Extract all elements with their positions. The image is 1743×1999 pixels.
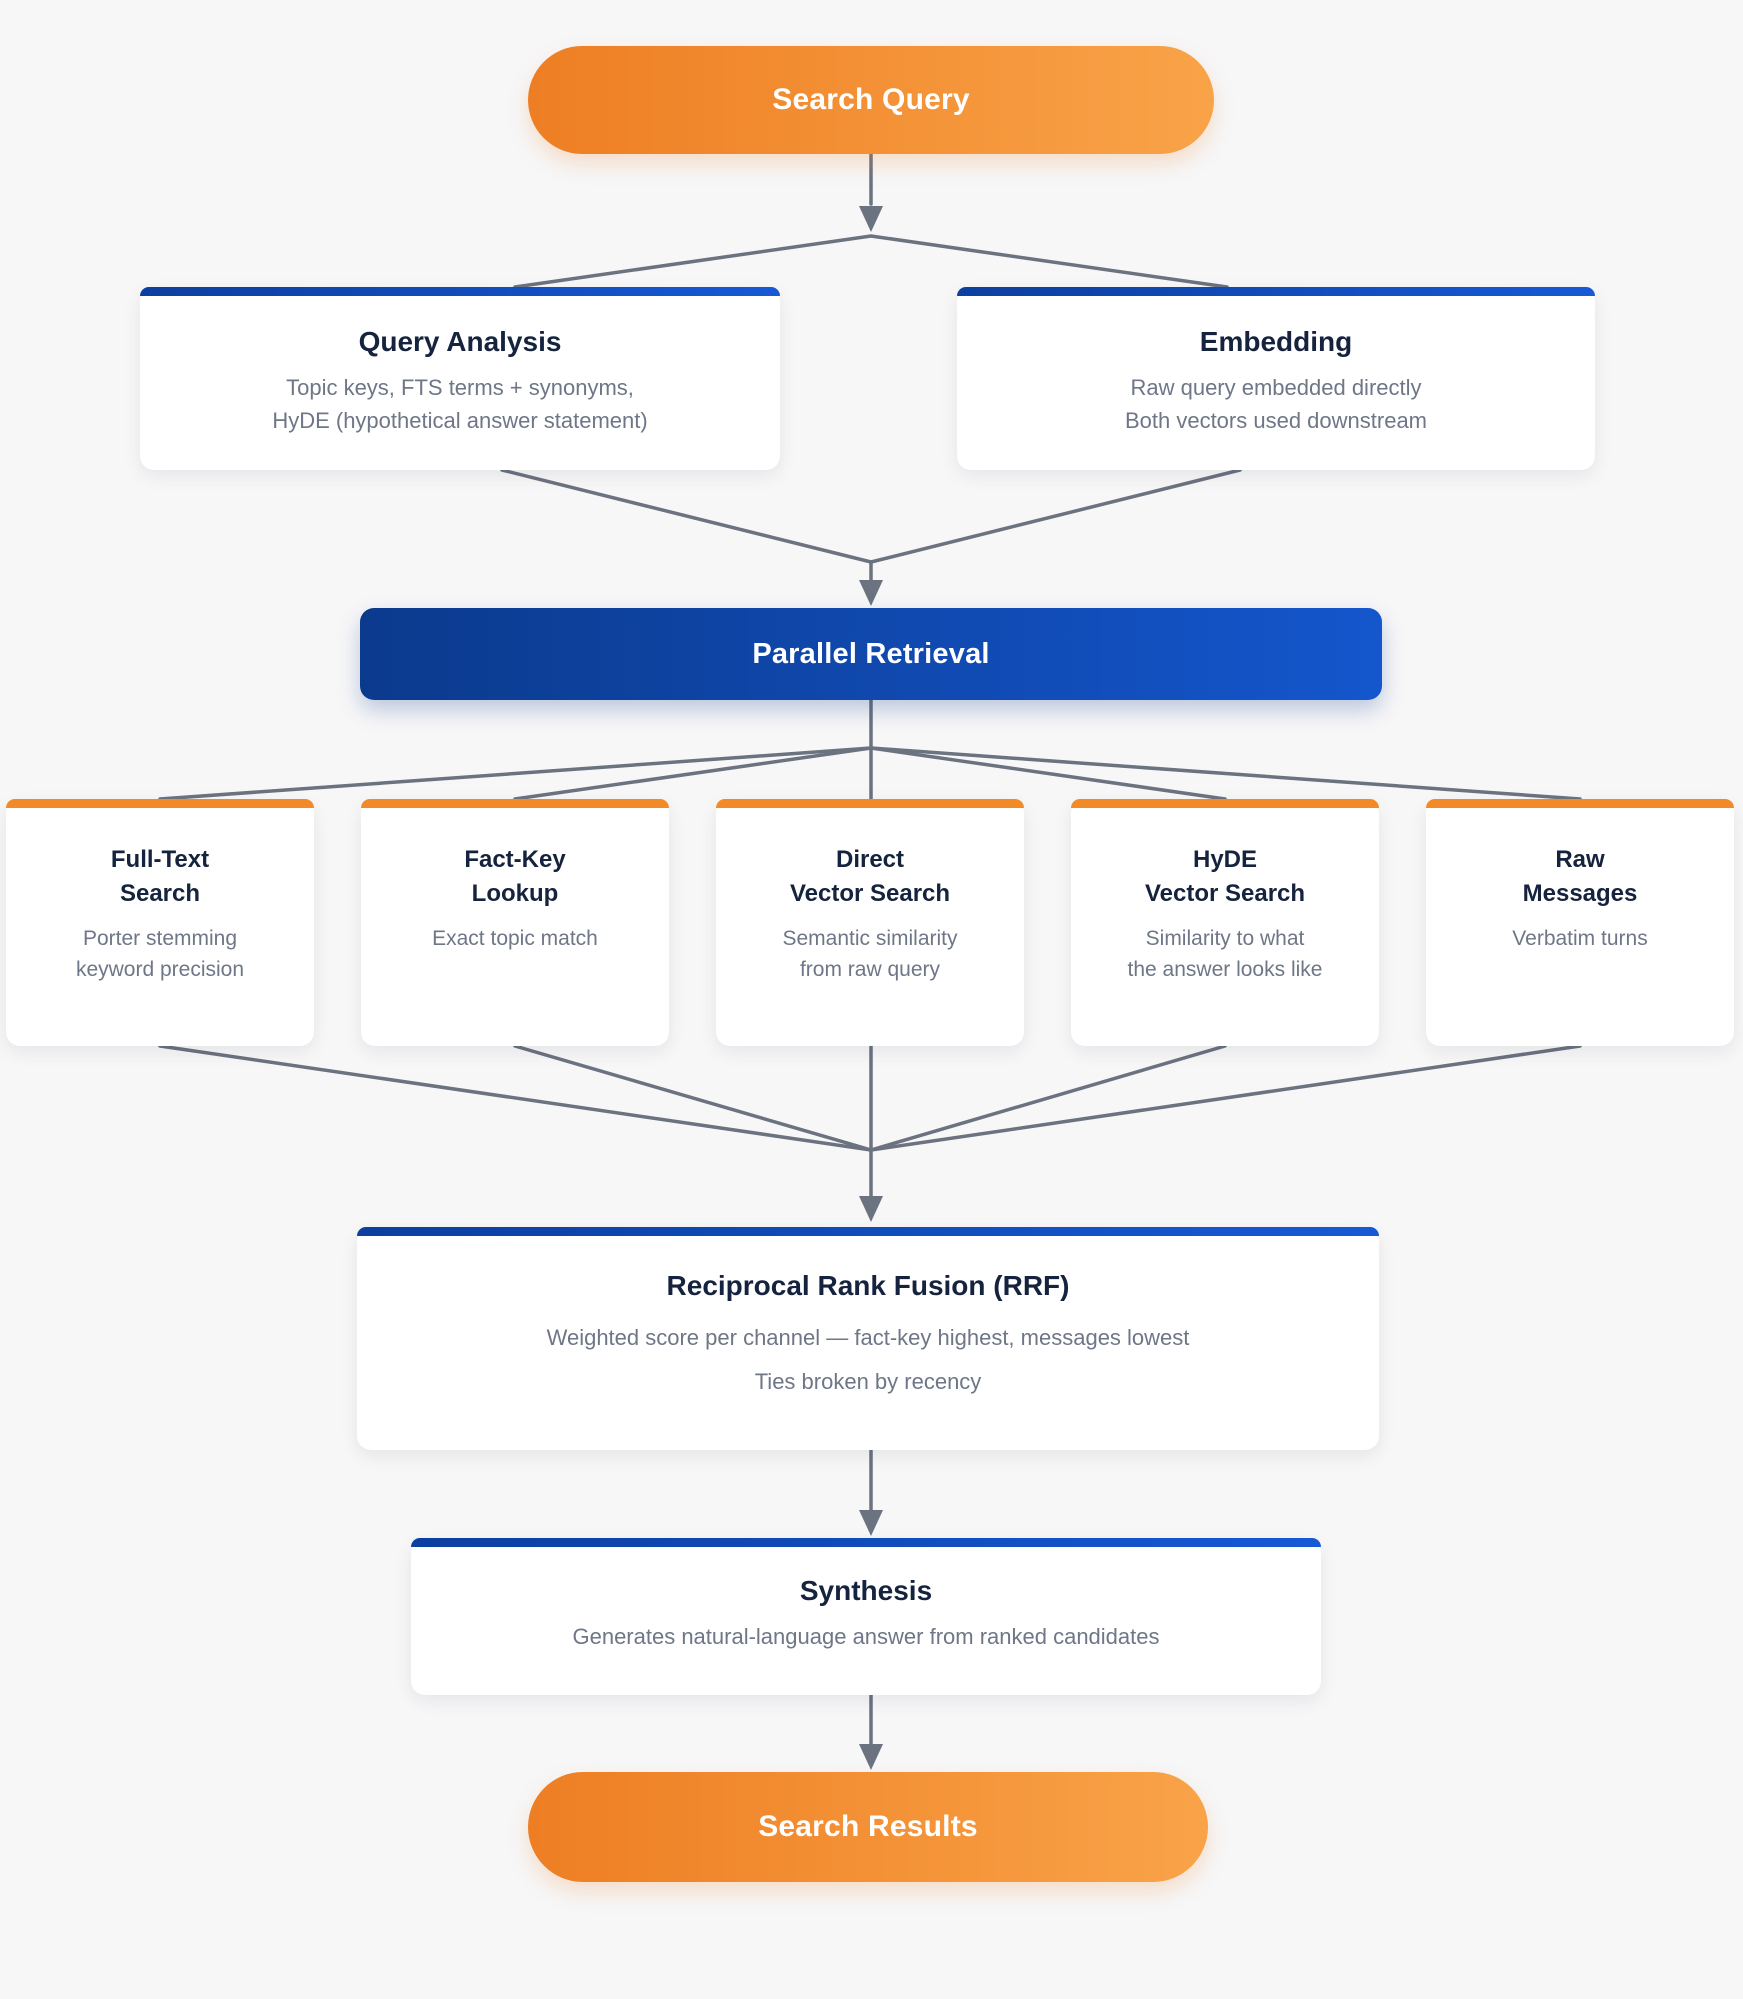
search-results-label: Search Results <box>758 1810 978 1843</box>
blue-accent-bar <box>357 1227 1379 1236</box>
node-search-query: Search Query <box>528 46 1214 154</box>
merge-from-analysis-embedding <box>500 468 1242 564</box>
desc-line: the answer looks like <box>1127 958 1323 981</box>
node-search-results: Search Results <box>528 1772 1208 1882</box>
orange-accent-bar <box>1426 799 1734 808</box>
desc-line: Porter stemming <box>82 927 238 950</box>
title-line: Full-Text <box>110 846 210 873</box>
orange-accent-bar <box>716 799 1024 808</box>
arrowhead-icon <box>859 1196 883 1222</box>
title-line: Vector Search <box>1144 880 1306 907</box>
node-embedding: Embedding Raw query embedded directly Bo… <box>957 287 1595 470</box>
query-analysis-desc: Topic keys, FTS terms + synonyms, HyDE (… <box>140 359 780 437</box>
search-query-label: Search Query <box>772 83 970 116</box>
rrf-title: Reciprocal Rank Fusion (RRF) <box>666 1270 1070 1301</box>
query-analysis-desc-line2: HyDE (hypothetical answer statement) <box>272 408 648 433</box>
desc-line: keyword precision <box>75 958 245 981</box>
direct-vector-search-title: Direct Vector Search <box>716 799 1024 911</box>
node-fact-key-lookup: Fact-Key Lookup Exact topic match <box>361 799 669 1046</box>
fact-key-lookup-desc: Exact topic match <box>361 911 669 954</box>
arrowhead-icon <box>859 1744 883 1770</box>
blue-accent-bar <box>411 1538 1321 1547</box>
rrf-desc-line2: Ties broken by recency <box>754 1369 982 1394</box>
blue-accent-bar <box>957 287 1595 296</box>
embedding-desc-line1: Raw query embedded directly <box>1130 375 1422 400</box>
fact-key-lookup-title: Fact-Key Lookup <box>361 799 669 911</box>
orange-accent-bar <box>361 799 669 808</box>
node-hyde-vector-search: HyDE Vector Search Similarity to what th… <box>1071 799 1379 1046</box>
hyde-vector-search-title: HyDE Vector Search <box>1071 799 1379 911</box>
fanout-inner-lines <box>513 746 1227 801</box>
raw-messages-desc: Verbatim turns <box>1426 911 1734 954</box>
rrf-desc-line1: Weighted score per channel — fact-key hi… <box>546 1325 1190 1350</box>
full-text-search-desc: Porter stemming keyword precision <box>6 911 314 985</box>
desc-line: Exact topic match <box>432 927 598 950</box>
title-line: Messages <box>1522 880 1638 907</box>
desc-line: from raw query <box>799 958 941 981</box>
blue-accent-bar <box>140 287 780 296</box>
synthesis-desc: Generates natural-language answer from r… <box>572 1624 1160 1649</box>
direct-vector-search-desc: Semantic similarity from raw query <box>716 911 1024 985</box>
arrowhead-icon <box>859 1510 883 1536</box>
arrowhead-icon <box>859 206 883 232</box>
node-raw-messages: Raw Messages Verbatim turns <box>1426 799 1734 1046</box>
title-line: HyDE <box>1192 846 1258 873</box>
embedding-desc-line2: Both vectors used downstream <box>1124 408 1428 433</box>
node-rrf: Reciprocal Rank Fusion (RRF) Weighted sc… <box>357 1227 1379 1450</box>
desc-line: Verbatim turns <box>1512 927 1648 950</box>
desc-line: Semantic similarity <box>782 927 958 950</box>
title-line: Vector Search <box>789 880 951 907</box>
node-parallel-retrieval: Parallel Retrieval <box>360 608 1382 700</box>
node-full-text-search: Full-Text Search Porter stemming keyword… <box>6 799 314 1046</box>
orange-accent-bar <box>6 799 314 808</box>
node-direct-vector-search: Direct Vector Search Semantic similarity… <box>716 799 1024 1046</box>
query-analysis-desc-line1: Topic keys, FTS terms + synonyms, <box>286 375 634 400</box>
title-line: Fact-Key <box>464 846 566 873</box>
query-analysis-title: Query Analysis <box>358 326 562 357</box>
parallel-retrieval-label: Parallel Retrieval <box>752 637 990 670</box>
full-text-search-title: Full-Text Search <box>6 799 314 911</box>
title-line: Raw <box>1555 846 1605 873</box>
split-to-analysis-embedding <box>513 234 1229 289</box>
node-query-analysis: Query Analysis Topic keys, FTS terms + s… <box>140 287 780 470</box>
orange-accent-bar <box>1071 799 1379 808</box>
synthesis-title: Synthesis <box>799 1575 933 1606</box>
hyde-vector-search-desc: Similarity to what the answer looks like <box>1071 911 1379 985</box>
title-line: Search <box>119 880 201 907</box>
raw-messages-title: Raw Messages <box>1426 799 1734 911</box>
desc-line: Similarity to what <box>1145 927 1305 950</box>
embedding-desc: Raw query embedded directly Both vectors… <box>957 359 1595 437</box>
arrowhead-icon <box>859 580 883 606</box>
node-synthesis: Synthesis Generates natural-language ans… <box>411 1538 1321 1695</box>
title-line: Lookup <box>471 880 559 907</box>
embedding-title: Embedding <box>1199 326 1353 357</box>
title-line: Direct <box>835 846 905 873</box>
